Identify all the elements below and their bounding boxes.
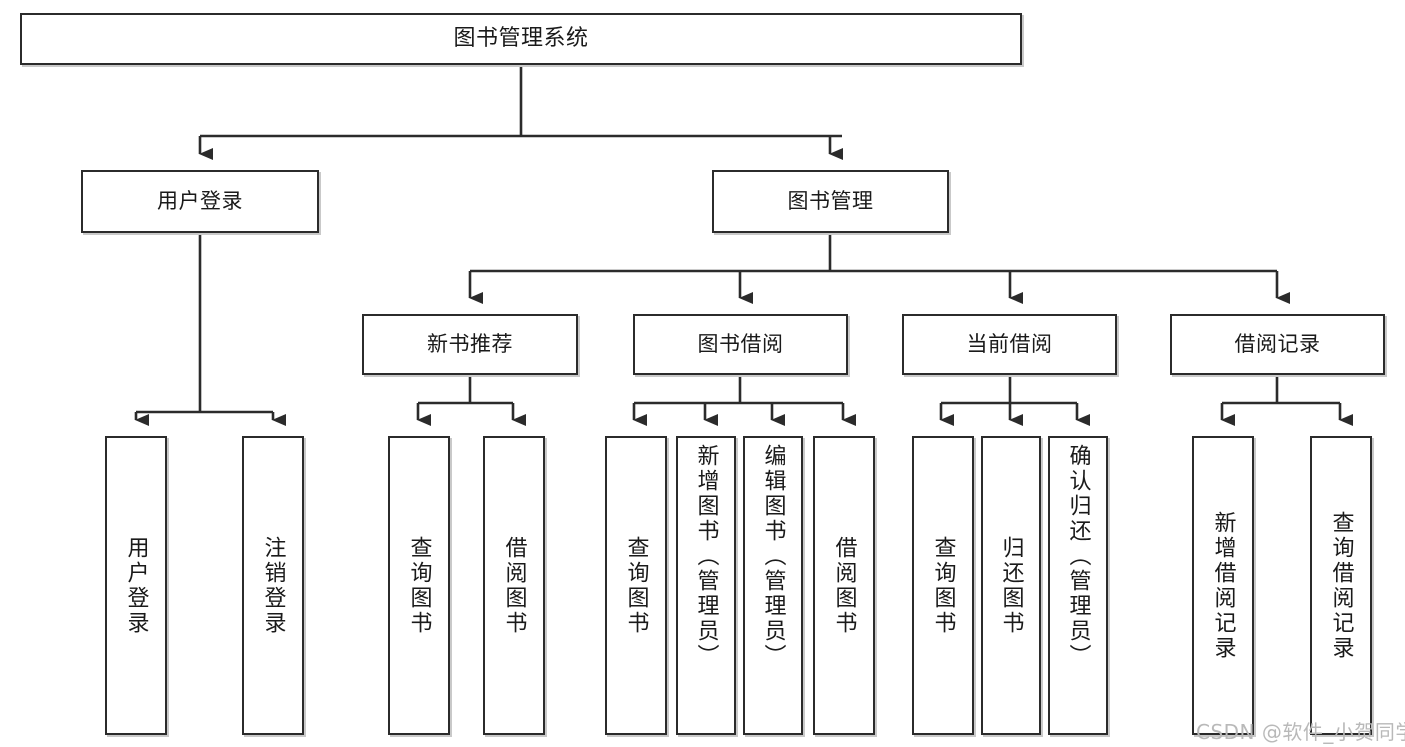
leaf-borrow-record-add-record[interactable]: 新增借阅记录: [1192, 436, 1254, 735]
leaf-book-borrow-borrow-book[interactable]: 借阅图书: [813, 436, 875, 735]
leaf-label: 新增借阅记录: [1210, 510, 1236, 661]
leaf-new-book-query-book[interactable]: 查询图书: [388, 436, 450, 735]
node-user-login-label: 用户登录: [157, 189, 243, 214]
node-root-book-management-system[interactable]: 图书管理系统: [20, 13, 1022, 65]
leaf-label: 借阅图书: [831, 535, 857, 636]
leaf-label: 查询借阅记录: [1328, 510, 1354, 661]
node-book-management-label: 图书管理: [787, 189, 874, 214]
leaf-current-borrow-query-book[interactable]: 查询图书: [912, 436, 974, 735]
leaf-label: 新增图书（管理员）: [693, 444, 719, 669]
node-current-borrow[interactable]: 当前借阅: [902, 314, 1117, 375]
leaf-book-borrow-edit-book-admin[interactable]: 编辑图书（管理员）: [743, 436, 803, 735]
leaf-current-borrow-return-book[interactable]: 归还图书: [981, 436, 1041, 735]
leaf-label: 查询图书: [930, 535, 956, 636]
leaf-label: 确认归还（管理员）: [1065, 444, 1091, 669]
leaf-label: 借阅图书: [501, 535, 527, 636]
leaf-label: 查询图书: [406, 535, 432, 636]
leaf-user-login-login[interactable]: 用户登录: [105, 436, 167, 735]
leaf-label: 用户登录: [123, 535, 149, 636]
node-new-book-recommend[interactable]: 新书推荐: [362, 314, 578, 375]
node-current-borrow-label: 当前借阅: [966, 332, 1053, 357]
leaf-label: 编辑图书（管理员）: [760, 444, 786, 669]
leaf-borrow-record-query-record[interactable]: 查询借阅记录: [1310, 436, 1372, 735]
leaf-current-borrow-confirm-return-admin[interactable]: 确认归还（管理员）: [1048, 436, 1108, 735]
node-book-borrow[interactable]: 图书借阅: [633, 314, 848, 375]
node-user-login[interactable]: 用户登录: [81, 170, 319, 233]
leaf-book-borrow-add-book-admin[interactable]: 新增图书（管理员）: [676, 436, 736, 735]
watermark: CSDN @软件_小贺同学: [1196, 720, 1405, 744]
leaf-label: 查询图书: [623, 535, 649, 636]
leaf-new-book-borrow-book[interactable]: 借阅图书: [483, 436, 545, 735]
node-borrow-record[interactable]: 借阅记录: [1170, 314, 1385, 375]
node-root-label: 图书管理系统: [453, 25, 589, 51]
node-borrow-record-label: 借阅记录: [1234, 332, 1321, 357]
leaf-label: 注销登录: [260, 535, 286, 636]
node-book-management[interactable]: 图书管理: [712, 170, 949, 233]
leaf-user-login-logout[interactable]: 注销登录: [242, 436, 304, 735]
leaf-book-borrow-query-book[interactable]: 查询图书: [605, 436, 667, 735]
node-book-borrow-label: 图书借阅: [697, 332, 784, 357]
leaf-label: 归还图书: [998, 535, 1024, 636]
node-new-book-recommend-label: 新书推荐: [427, 332, 513, 357]
